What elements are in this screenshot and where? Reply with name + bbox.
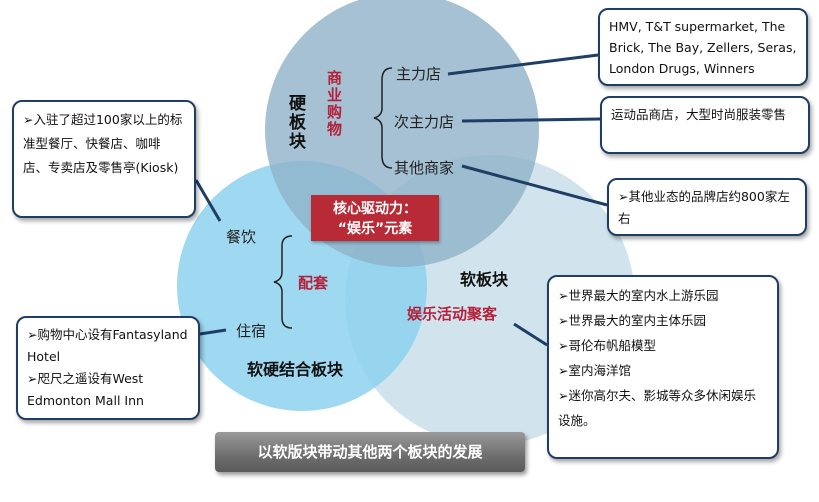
soft-block-title: 软板块 <box>460 270 509 289</box>
hard-brace <box>373 67 393 169</box>
callout-dining: ➢入驻了超过100家以上的标准型餐厅、快餐店、咖啡店、专卖店及零售亭(Kiosk… <box>12 100 196 218</box>
callout-anchor-text: HMV, T&T supermarket, The Brick, The Bay… <box>609 19 797 76</box>
callout-entertainment: ➢世界最大的室内水上游乐园 ➢世界最大的室内主体乐园 ➢哥伦布帆船模型 ➢室内海… <box>547 275 779 459</box>
callout-entertainment-item-1: ➢世界最大的室内水上游乐园 <box>558 288 719 303</box>
hard-item-anchor: 主力店 <box>396 65 442 83</box>
mixed-item-dining: 餐饮 <box>226 228 257 246</box>
core-driver-box: 核心驱动力： “娱乐”元素 <box>311 195 439 241</box>
connector-entertainment <box>513 322 548 347</box>
callout-entertainment-item-3: ➢哥伦布帆船模型 <box>558 338 656 353</box>
mixed-block-title: 软硬结合板块 <box>247 360 344 379</box>
callout-other-text: ➢其他业态的品牌店约800家左右 <box>618 189 790 226</box>
core-line1: 核心驱动力： <box>333 201 417 217</box>
mixed-item-lodging: 住宿 <box>236 322 267 340</box>
core-line2: “娱乐”元素 <box>337 221 413 237</box>
callout-entertainment-item-4: ➢室内海洋馆 <box>558 363 631 378</box>
callout-lodging-item-2: ➢咫尺之遥设有West Edmonton Mall Inn <box>27 371 144 408</box>
hard-item-other: 其他商家 <box>394 159 455 177</box>
summary-banner: 以软版块带动其他两个板块的发展 <box>215 432 525 472</box>
callout-sub-anchor-stores: 运动品商店，大型时尚服装零售 <box>600 96 810 154</box>
hard-block-title: 硬板块 <box>285 94 305 151</box>
connector-dining <box>194 179 222 222</box>
soft-block-subtitle: 娱乐活动聚客 <box>407 305 498 323</box>
connector-lodging <box>199 328 227 336</box>
mixed-block-subtitle: 配套 <box>298 274 329 292</box>
callout-sub-anchor-text: 运动品商店，大型时尚服装零售 <box>611 107 787 122</box>
callout-anchor-stores: HMV, T&T supermarket, The Brick, The Bay… <box>598 8 808 86</box>
callout-other-stores: ➢其他业态的品牌店约800家左右 <box>607 178 807 236</box>
callout-entertainment-item-5: ➢迷你高尔夫、影城等众多休闲娱乐设施。 <box>558 388 756 428</box>
connector-other <box>461 164 608 207</box>
hard-item-sub-anchor: 次主力店 <box>394 113 455 131</box>
mixed-brace <box>273 235 293 329</box>
connector-sub-anchor <box>461 117 601 123</box>
callout-dining-text: ➢入驻了超过100家以上的标准型餐厅、快餐店、咖啡店、专卖店及零售亭(Kiosk… <box>23 112 183 175</box>
callout-lodging-item-1: ➢购物中心设有Fantasyland Hotel <box>27 327 188 364</box>
connector-anchor <box>447 53 599 76</box>
hard-block-subtitle: 商业购物 <box>325 70 343 138</box>
callout-entertainment-item-2: ➢世界最大的室内主体乐园 <box>558 313 706 328</box>
callout-lodging: ➢购物中心设有Fantasyland Hotel ➢咫尺之遥设有West Edm… <box>16 316 200 420</box>
